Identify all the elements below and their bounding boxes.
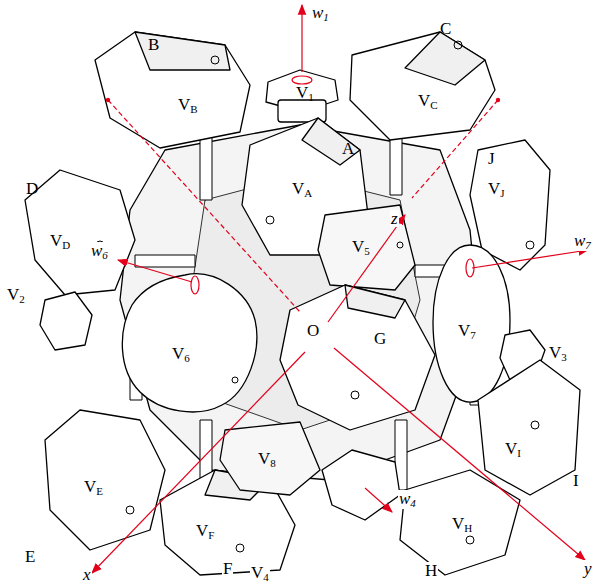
part-label: H (424, 562, 438, 579)
part-label: V7 (458, 322, 476, 341)
part-label: VA (292, 180, 312, 199)
part-label: VF (196, 522, 214, 541)
part-label: y (583, 560, 593, 577)
part-label: C (440, 20, 451, 37)
part-label: V3 (548, 344, 568, 363)
part-label: w4 (398, 490, 417, 509)
part-label: V8 (258, 450, 276, 469)
part-label: VE (84, 478, 103, 497)
part-label: x (82, 566, 92, 583)
part-label: V5 (352, 238, 370, 257)
part-label: G (374, 330, 386, 347)
part-label: E (24, 548, 36, 565)
part-label: VD (50, 232, 70, 251)
part-label: F (222, 560, 233, 577)
part-label: V6 (172, 345, 190, 364)
part-label: D (26, 180, 38, 197)
part-label: V1 (296, 84, 314, 103)
part-label: J (488, 150, 495, 167)
part-label: O (306, 322, 320, 339)
part-label: A (342, 140, 354, 157)
part-label: B (148, 36, 159, 53)
part-label: z (390, 210, 399, 227)
part-label: VB (178, 96, 198, 115)
part-label: w1 (312, 4, 329, 23)
part-label: I (572, 472, 580, 489)
part-label: V2 (6, 286, 26, 305)
part-label: w7 (573, 232, 592, 251)
part-label: w6 (90, 242, 109, 261)
part-label: VH (452, 515, 472, 534)
part-label: VI (505, 440, 521, 459)
part-label: VC (418, 92, 438, 111)
part-label: V4 (250, 564, 270, 583)
part-label: VJ (488, 180, 505, 199)
